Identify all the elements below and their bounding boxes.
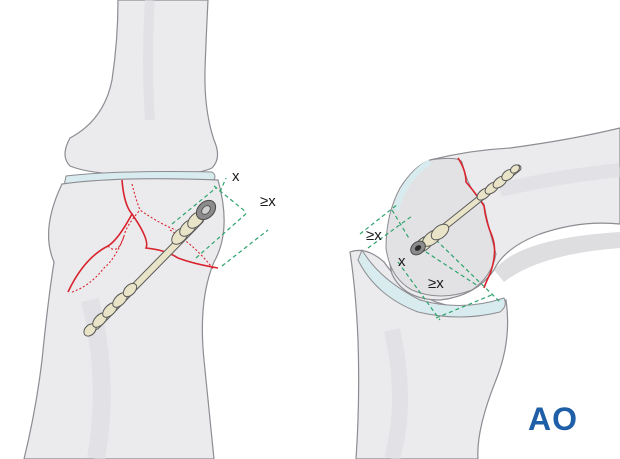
screw-illustration-right	[410, 164, 522, 256]
label-x-right: x	[398, 253, 406, 270]
left-panel: x ≥x	[23, 0, 276, 459]
screw-illustration-left	[83, 199, 217, 337]
measure-lines-right	[359, 203, 501, 321]
right-panel: ≥x x ≥x	[349, 127, 620, 459]
label-ge-x-right-lower: ≥x	[428, 275, 444, 292]
measure-lines-left	[171, 177, 269, 267]
label-ge-x-right-upper: ≥x	[366, 227, 382, 244]
label-ge-x-left: ≥x	[260, 193, 276, 210]
ao-logo: AO	[528, 401, 578, 437]
label-x-left: x	[232, 168, 240, 185]
joint-cartilage-right	[357, 248, 506, 318]
fracture-line-dotted-left	[71, 183, 215, 293]
ao-logo-text: AO	[528, 401, 578, 437]
fracture-line-right	[457, 157, 496, 289]
proximal-phalanx-left	[64, 0, 219, 175]
